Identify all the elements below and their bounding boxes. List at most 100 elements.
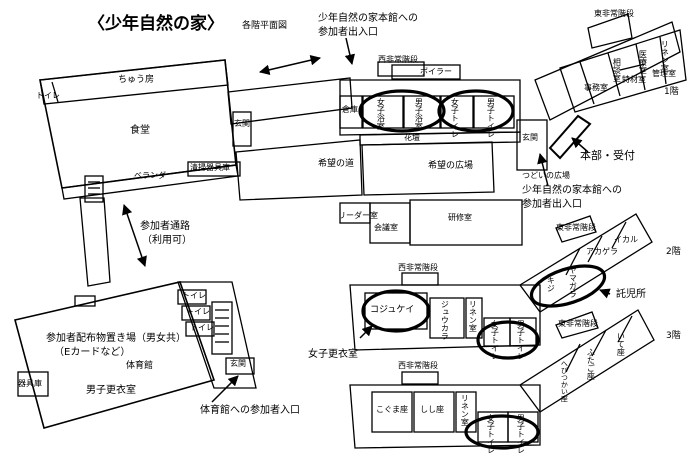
office-block [559,29,687,113]
veranda-label: ベランダ [134,171,166,180]
linen-label: リネン室 [660,40,670,72]
futagoza-label: ふたご座 [586,348,596,380]
east-stairs-3-label: 東非常階段 [558,319,598,328]
reception-box [548,114,592,160]
genkan-right [516,119,548,171]
girls-toilet-1-label: 女子トイレ [450,98,460,138]
iteza-label: いて座 [616,332,626,356]
kadan-label: 花壇 [404,133,420,142]
storage-room [339,95,363,129]
west-stairs-3 [401,371,439,385]
nursery-label: 託児所 [616,289,646,300]
plaza-hope-label: 希望の広場 [428,161,474,171]
gym-label: 体育館 [126,361,154,371]
arrow-passage [122,204,147,267]
dining-label: 食堂 [130,125,150,136]
main-entrance-label-line2: 参加者出入口 [318,27,378,38]
west-stairs-1 [377,61,425,77]
main-entrance2-label-line1: 少年自然の家本館への [522,185,622,196]
dining-stairs [84,175,104,203]
floor2-building [349,284,541,351]
participant-passage [79,197,111,287]
gym-toilet-2-label: トイレ [186,307,210,316]
girls-changing-label: 女子更衣室 [308,349,358,360]
kikka-label: キジ [546,276,556,292]
gym-toilet-3 [185,321,215,337]
arrow-entrance2 [537,152,549,187]
hope-corridor [235,139,363,201]
floor3-label: 3階 [666,331,681,341]
kitchen-room [39,59,229,105]
iryo-label: 医療室 [638,50,648,74]
boys-toilet-1-label: 男子トイレ [486,98,496,138]
kogunoma-room [371,391,413,433]
juukara-label: ジュウカラ [440,300,450,340]
kitchen-label: ちゅう房 [118,75,155,85]
girls-toilet-2-label: 女子トイレ [490,320,500,360]
east-stairs-1-label: 東非常階段 [594,9,634,18]
soko-label: 倉庫 [342,105,358,114]
floor1-label: 1階 [664,87,679,97]
boiler-label: ボイラー [420,67,452,76]
main-entrance-label-line1: 少年自然の家本館への [318,13,418,24]
gym-toilet-1 [177,289,207,305]
floor2-east-wing [519,213,653,313]
genkan-gym-label: 玄関 [230,359,246,368]
gym-toilet-2 [181,305,211,321]
east-stairs-2 [555,215,597,243]
linen2-label: リネン室 [468,300,478,332]
west-stairs-1-label: 西非常階段 [378,55,418,64]
floor3-building [349,384,541,449]
gym-toilet-1-label: トイレ [182,291,206,300]
supply-label-line1: 参加者配布物置き場（男女共） [46,333,186,344]
kojukei-room [364,292,428,330]
west-stairs-2-label: 西非常階段 [398,263,438,272]
corridor-hope-label: 希望の道 [318,159,355,169]
arrow-gym-entrance [211,375,239,403]
equipment-cleaning-room [187,161,241,177]
hebiza-label: へびつかい座 [560,360,569,402]
gym-top-notch [74,295,96,307]
akaguchi-label: アカゲラ [586,247,618,256]
floor3-east-wing [519,309,655,413]
soudan-label: 相談室 [612,58,622,82]
kadan-strip [359,131,521,146]
kenshu-room [409,199,523,246]
highlight-kojukei [361,289,431,333]
highlight-toilets-3 [464,414,540,450]
shiju-label: ヤマガラ [568,266,578,298]
boys-changing-label: 男子更衣室 [86,385,136,396]
supply-label-line2: （Eカードなど） [54,347,131,358]
boys-toilet-3-label: 男子トイレ [516,414,526,454]
gym-stairs [211,301,233,355]
tokuzai-label: 特材室 [622,75,646,84]
genkan-left-label: 玄関 [234,119,250,128]
east-stairs-3 [555,311,599,339]
boys-bath-label: 男子浴室 [414,98,424,130]
boys-toilet-2-label: 男子トイレ [516,320,526,360]
arrow-reception [571,137,589,153]
arrow-girls-changing [359,325,373,339]
kenshu-label: 研修室 [448,213,472,222]
west-stairs-2 [401,272,439,286]
genkan-gym [225,357,255,375]
floor2-label: 2階 [666,247,681,257]
gym-building [14,281,216,429]
west-stairs-3-label: 西非常階段 [398,361,438,370]
hope-corridor-upper [227,77,353,125]
kiguko-room [17,371,49,397]
passage-label-line2: （利用可） [142,235,192,246]
east-stairs-2-label: 東非常階段 [556,223,596,232]
highlight-toilets-2 [476,320,540,360]
gym-toilet-3-label: トイレ [190,323,214,332]
linen3-label: リネン室 [460,394,470,426]
east-stairs-1 [587,13,633,49]
hope-plaza [361,141,495,196]
boiler-room [391,64,461,80]
leader-label: リーダー室 [338,211,378,220]
genkan-left [232,111,252,147]
map-subtitle: 各階平面図 [242,21,288,31]
juukara-room [429,297,465,339]
kanri-label: 管理室 [652,69,676,78]
